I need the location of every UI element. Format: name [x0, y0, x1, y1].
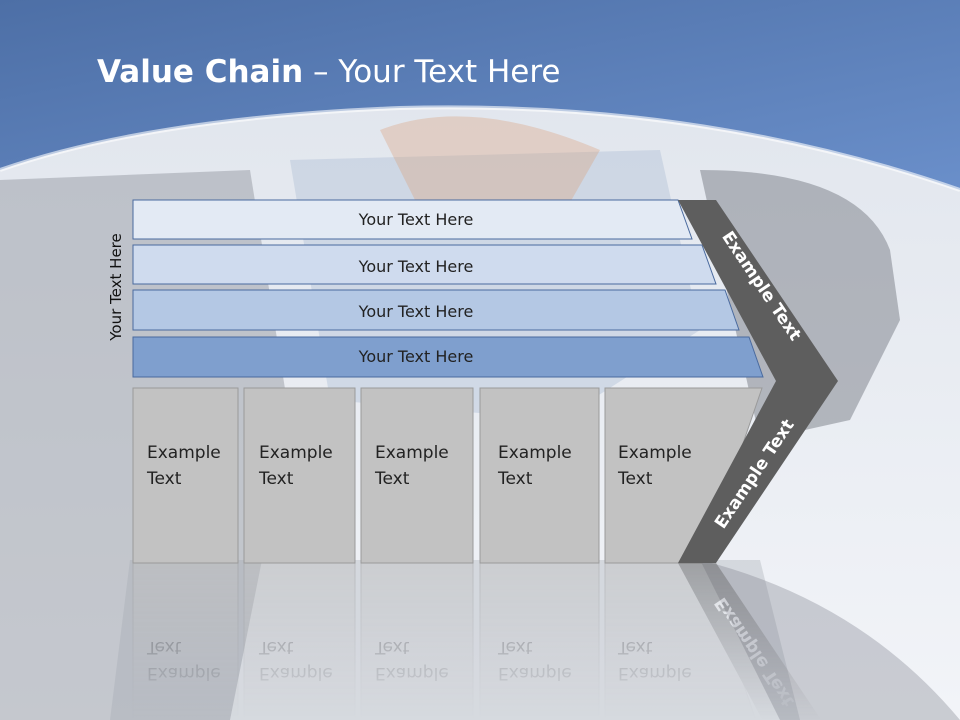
- activity-label-line2: Text: [258, 469, 294, 489]
- reflection-text-line1: Example: [259, 663, 333, 683]
- title-bold: Value Chain: [97, 54, 304, 90]
- reflection-box: [132, 562, 239, 720]
- margin-chevron-upper: [678, 200, 838, 381]
- activity-2: Example Text: [243, 387, 356, 564]
- activity-label-line1: Example: [498, 443, 572, 463]
- reflection-text-line1: Example: [147, 663, 221, 683]
- support-bar-shape: [132, 289, 740, 331]
- header-curve-line: [0, 105, 960, 192]
- activity-label-line1: Example: [375, 443, 449, 463]
- title-rest: – Your Text Here: [303, 54, 561, 90]
- reflection-text-line2: Text: [258, 637, 294, 657]
- activity-label-line1: Example: [618, 443, 692, 463]
- activity-label-line1: Example: [259, 443, 333, 463]
- support-bar-shape: [132, 336, 764, 378]
- reflection-text-line1: Example: [375, 663, 449, 683]
- reflection-text-line1: Example: [498, 663, 572, 683]
- reflection-box: [479, 562, 600, 720]
- figure-hair-shape: [380, 116, 600, 220]
- reflection: Text Text Text Text Text Example Example…: [132, 562, 822, 720]
- activity-3: Example Text: [360, 387, 474, 564]
- support-bar-label: Your Text Here: [358, 210, 474, 229]
- activity-4: Example Text: [479, 387, 600, 564]
- activity-1: Example Text: [132, 387, 239, 564]
- reflection-text-line2: Text: [374, 637, 410, 657]
- reflection-text-line2: Text: [146, 637, 182, 657]
- header-band: [0, 0, 960, 190]
- reflection-text-line2: Text: [497, 637, 533, 657]
- activity-box: [479, 387, 600, 564]
- support-bar-4: Your Text Here: [132, 336, 764, 378]
- support-bar-shape: [132, 199, 693, 240]
- activity-label-line2: Text: [146, 469, 182, 489]
- activity-box: [132, 387, 239, 564]
- reflection-flipped: Text Text Text Text Text Example Example…: [132, 562, 822, 720]
- activity-label-line2: Text: [617, 469, 653, 489]
- support-bar-3: Your Text Here: [132, 289, 740, 331]
- reflection-text-line1: Example: [618, 663, 692, 683]
- activity-label-line1: Example: [147, 443, 221, 463]
- activity-label-line2: Text: [497, 469, 533, 489]
- support-bar-label: Your Text Here: [358, 347, 474, 366]
- support-bar-1: Your Text Here: [132, 199, 693, 240]
- activity-box: [243, 387, 356, 564]
- reflection-chevron: [678, 563, 822, 720]
- support-bar-label: Your Text Here: [358, 302, 474, 321]
- margin-chevron-lower: [678, 381, 838, 563]
- reflection-text-line2: Text: [617, 637, 653, 657]
- support-bar-label: Your Text Here: [358, 257, 474, 276]
- reflection-box: [360, 562, 474, 720]
- support-bar-2: Your Text Here: [132, 244, 717, 285]
- reflection-box: [243, 562, 356, 720]
- activity-box: [360, 387, 474, 564]
- support-bar-shape: [132, 244, 717, 285]
- activity-label-line2: Text: [374, 469, 410, 489]
- slide-title: Value Chain – Your Text Here: [97, 54, 560, 90]
